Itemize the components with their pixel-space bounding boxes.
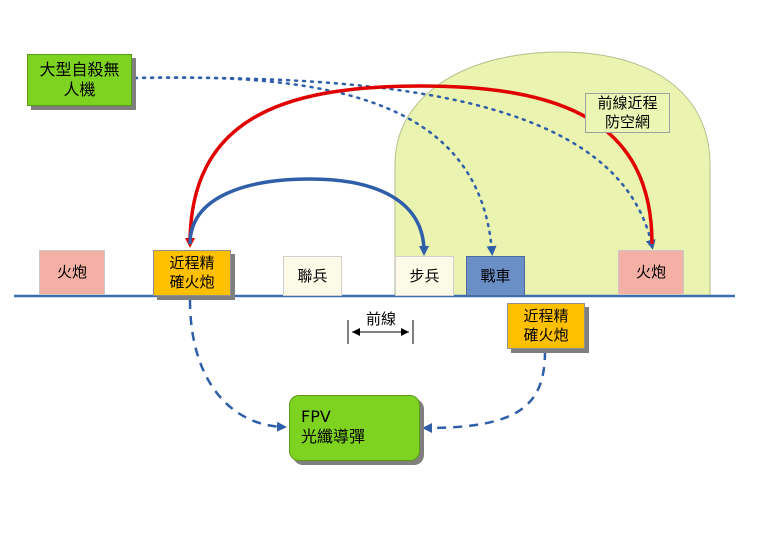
dashed-arrow-ciws-right-to-fpv bbox=[422, 350, 547, 433]
red-arrow-arc bbox=[185, 84, 654, 248]
infantry-box: 步兵 bbox=[395, 256, 454, 296]
air-defense-label: 前線近程 防空網 bbox=[585, 93, 670, 133]
drone-box: 大型自殺無 人機 bbox=[27, 54, 132, 106]
dotted-arrow-drone-to-tank bbox=[133, 76, 497, 256]
blue-arrow-arc bbox=[188, 177, 429, 256]
dotted-arrow-drone-to-artillery bbox=[133, 76, 656, 250]
fpv-box: FPV 光纖導彈 bbox=[289, 395, 420, 461]
artillery-left-box: 火炮 bbox=[39, 250, 105, 295]
frontline-label: 前線 bbox=[365, 309, 396, 328]
dashed-arrow-ciws-left-to-fpv bbox=[188, 299, 287, 432]
artillery-right-box: 火炮 bbox=[618, 250, 684, 295]
tank-box: 戰車 bbox=[466, 256, 525, 296]
combined-arms-box: 聯兵 bbox=[283, 256, 342, 296]
ciws-left-box: 近程精 確火炮 bbox=[153, 250, 231, 296]
ciws-right-box: 近程精 確火炮 bbox=[507, 303, 585, 349]
frontline-indicator bbox=[347, 320, 414, 344]
